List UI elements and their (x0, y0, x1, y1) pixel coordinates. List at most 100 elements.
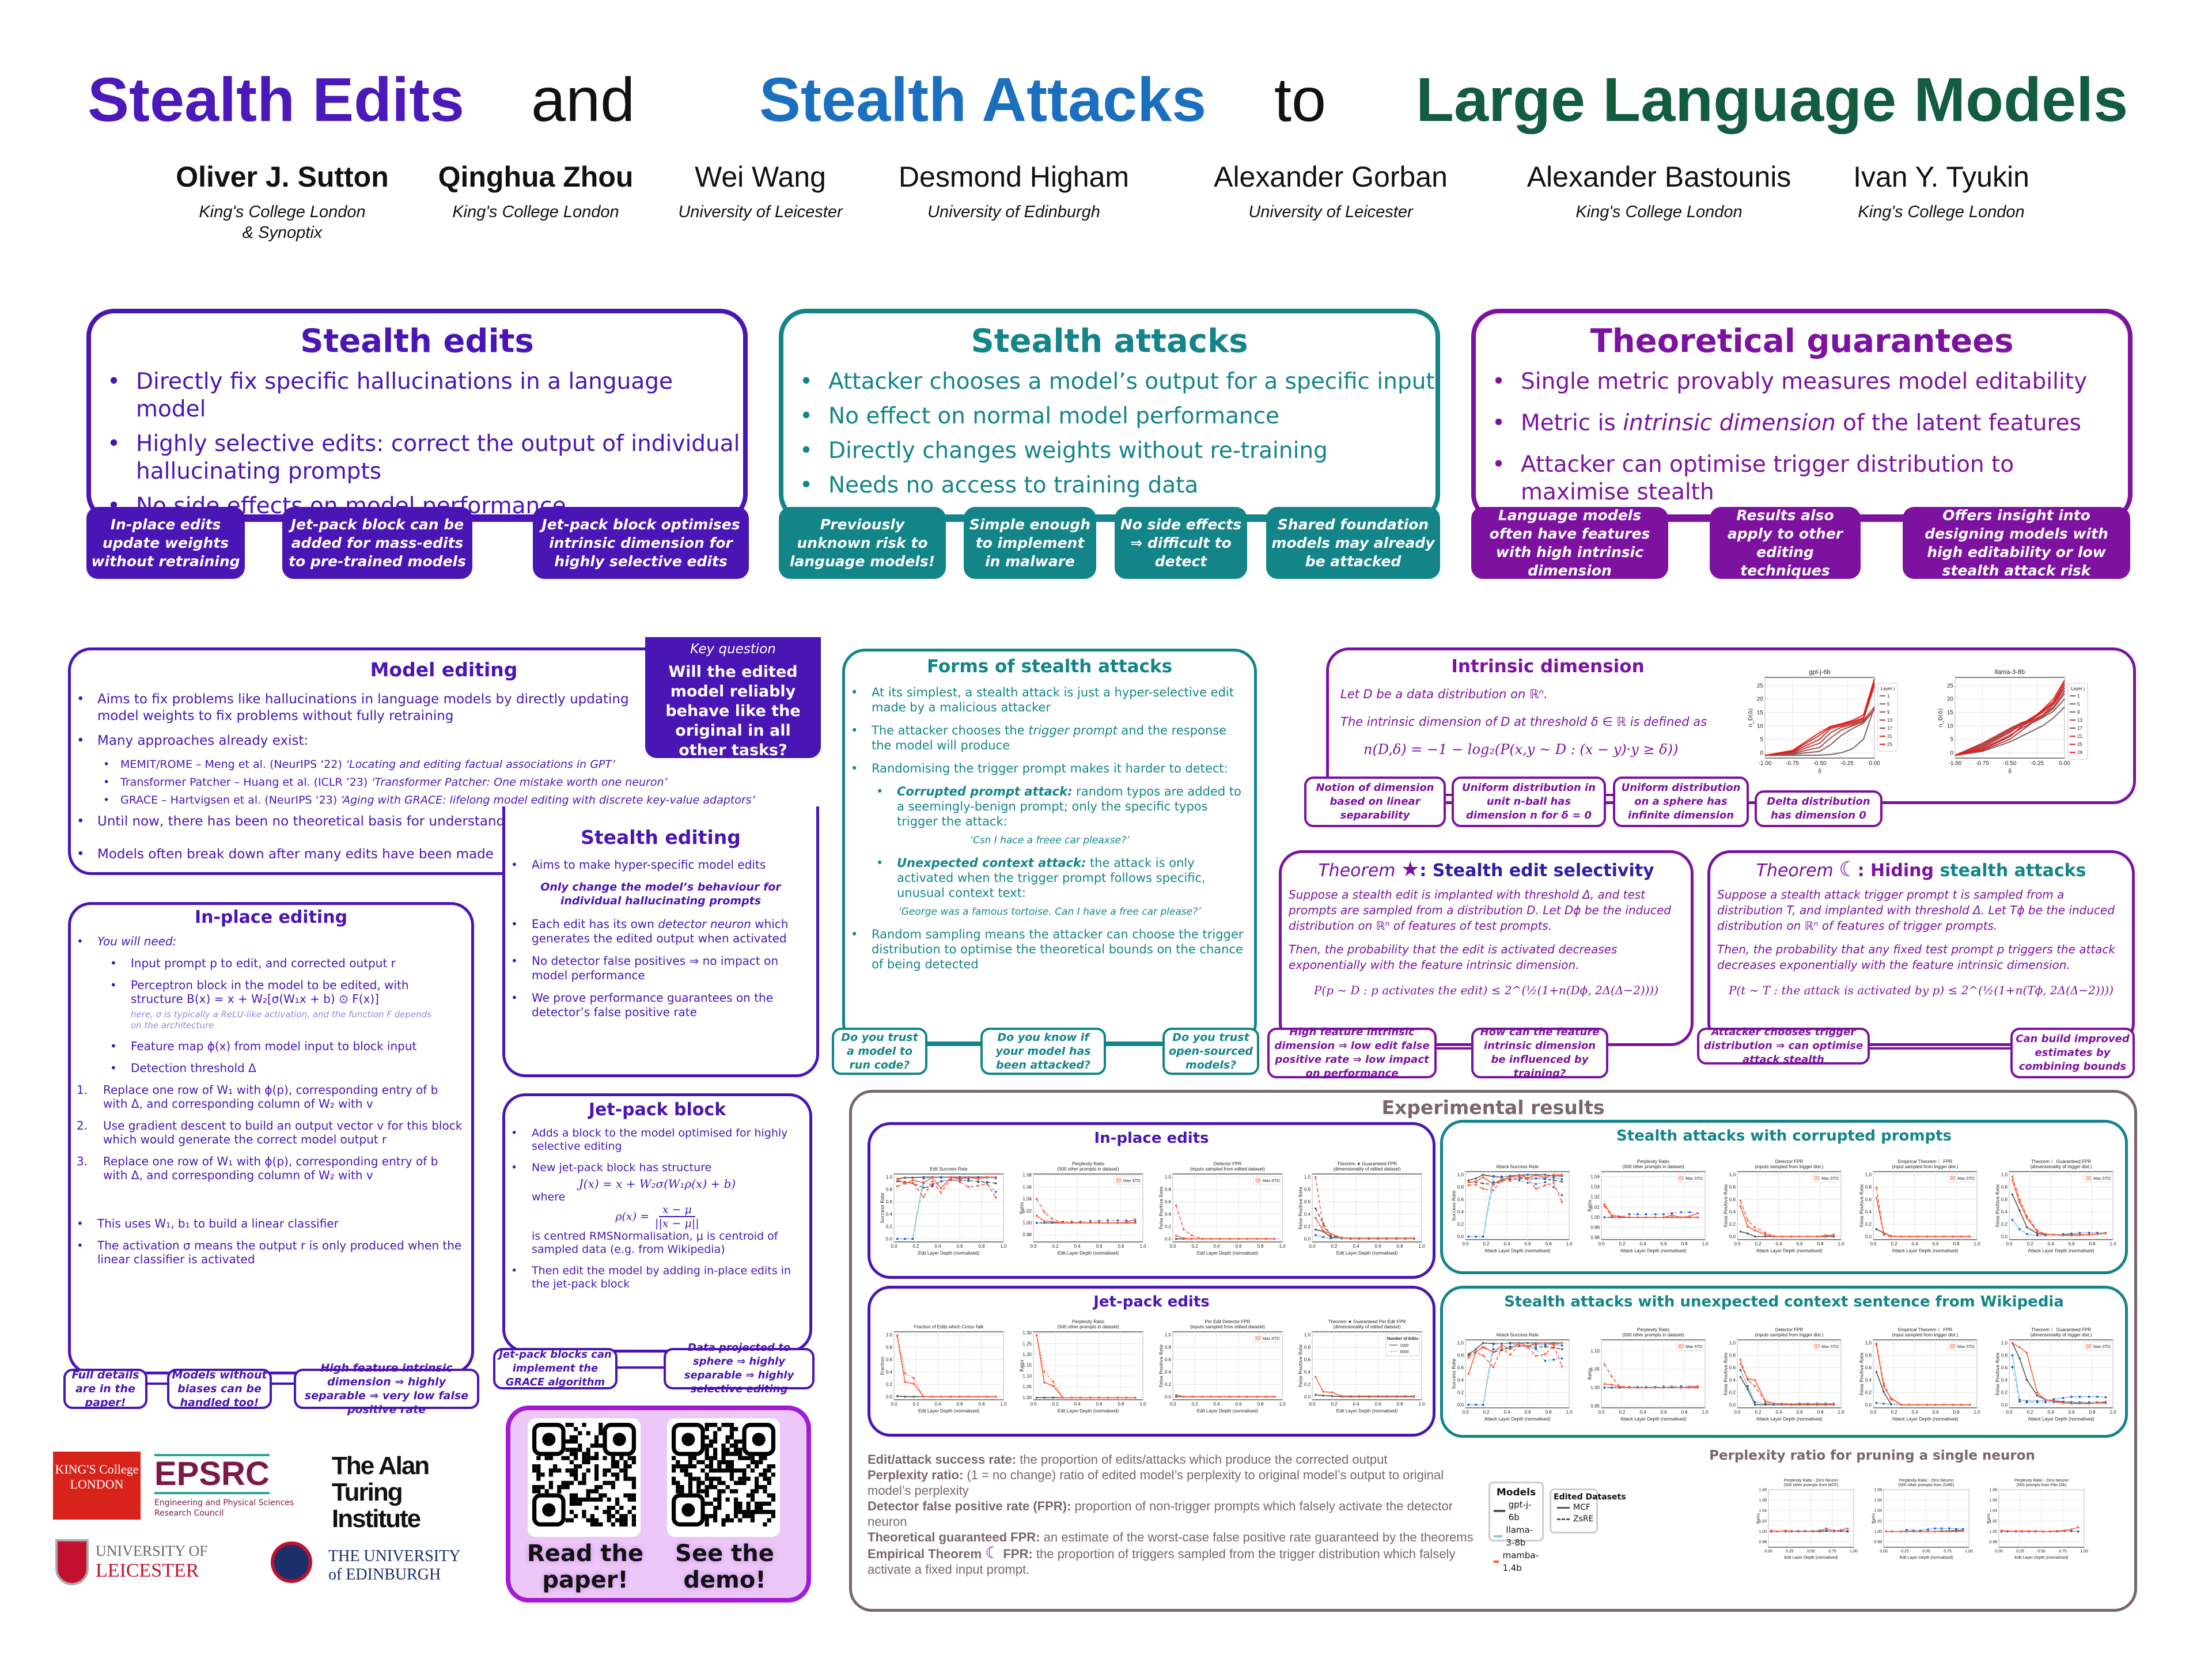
paper-qr-code[interactable] (528, 1418, 641, 1537)
data-point (1776, 1530, 1778, 1533)
data-point (1846, 1530, 1849, 1532)
definition: Theoretical guaranteed FPR: an estimate … (868, 1529, 1484, 1545)
title-llm: Large Language Models (1416, 65, 2128, 134)
chart-title: (input sampled from trigger dist.) (1892, 1332, 1958, 1338)
y-axis-label: False Positive Rate (1158, 1187, 1164, 1229)
author: Qinghua Zhou King's College London (426, 160, 645, 222)
qr-module (738, 1452, 743, 1456)
qr-module (759, 1456, 763, 1460)
y-tick-label: 0.8 (886, 1187, 893, 1192)
demo-qr-code[interactable] (667, 1418, 780, 1537)
read-paper-link[interactable]: Read the paper! (527, 1540, 644, 1593)
steps-list: 1.Replace one row of W₁ with ϕ(p), corre… (71, 1083, 471, 1182)
eq-numerator: x − μ (658, 1203, 695, 1217)
series-line (1764, 683, 1875, 756)
series-line (1036, 1335, 1135, 1399)
y-axis-label: False Positive Rate (1158, 1344, 1164, 1387)
data-point (1611, 1375, 1613, 1378)
y-tick-label: 1.0 (1729, 1340, 1736, 1346)
qr-module (623, 1464, 628, 1469)
x-tick-label: 0.0 (1870, 1410, 1877, 1415)
qr-module (709, 1456, 713, 1460)
y-tick-label: 0.2 (2001, 1222, 2008, 1227)
data-point (1764, 1232, 1767, 1234)
qr-module (548, 1472, 553, 1477)
qr-module (763, 1489, 767, 1494)
qr-module (548, 1468, 553, 1473)
data-point (1955, 1528, 1957, 1530)
panel-heading: Model editing (370, 658, 518, 681)
data-point (911, 1179, 914, 1181)
qr-module (569, 1510, 574, 1514)
y-tick-label: 0.6 (2001, 1197, 2008, 1202)
data-point (1201, 1395, 1204, 1398)
data-point (1237, 1395, 1240, 1398)
y-tick-label: 0.2 (1729, 1222, 1736, 1227)
data-point (904, 1182, 906, 1184)
qr-module (738, 1439, 743, 1444)
series-line (1315, 1394, 1414, 1397)
x-tick-label: 0.00 (2059, 760, 2070, 767)
callout-pill: Offers insight into designing models wit… (1903, 507, 2130, 579)
data-point (1467, 1181, 1470, 1184)
legend-item: gpt-j-6b (1494, 1498, 1539, 1524)
series-line (1604, 1385, 1698, 1388)
data-point (1804, 1530, 1806, 1533)
qr-module (725, 1464, 730, 1469)
data-point (1560, 1365, 1563, 1368)
data-point (2078, 1402, 2081, 1405)
data-point (1819, 1530, 1821, 1532)
data-point (1134, 1222, 1137, 1224)
x-axis-label: Attack Layer Depth (normalised) (1620, 1416, 1687, 1422)
data-point (2062, 1402, 2065, 1404)
qr-module (599, 1497, 603, 1502)
jet-pack-equation: J(x) = x + W₂σ(W₁ρ(x) + b) (578, 1177, 736, 1191)
data-point (950, 1176, 952, 1179)
definition-term: Perplexity ratio: (868, 1468, 964, 1482)
chart-title: Edit Success Rate (930, 1166, 968, 1172)
qr-module (676, 1485, 680, 1490)
qr-finder (612, 1433, 626, 1446)
x-tick-label: 0.4 (1639, 1410, 1646, 1415)
data-point (1330, 1233, 1332, 1236)
series-line (1740, 1359, 1834, 1405)
data-point (1832, 1403, 1835, 1406)
x-tick-label: 0.25 (1786, 1550, 1794, 1554)
reference-title: ‘Locating and editing factual associatio… (345, 758, 616, 771)
series-line (1764, 709, 1875, 756)
qr-module (603, 1480, 607, 1485)
qr-module (709, 1444, 713, 1448)
x-tick-label: 0.6 (1932, 1241, 1939, 1247)
x-tick-label: 0.2 (1331, 1244, 1338, 1249)
y-tick-label: 0.2 (886, 1382, 893, 1387)
series-line (1955, 706, 2065, 756)
chart-prune-pile: Perplexity Ratio - Zero Neuron(500 promp… (1982, 1467, 2091, 1578)
data-point (940, 1176, 942, 1179)
logo-subtext: Engineering and Physical Sciences Resear… (154, 1498, 294, 1518)
author: Oliver J. Sutton King's College London &… (173, 160, 392, 243)
qr-module (590, 1456, 594, 1460)
data-point (2070, 1528, 2073, 1531)
data-point (1116, 1396, 1119, 1399)
qr-module (586, 1456, 590, 1460)
qr-module (594, 1468, 599, 1473)
data-point (2070, 1234, 2073, 1237)
chart-jetpack-perplexity-ratio: Perplexity Ratio(500 other prompts in da… (1015, 1310, 1147, 1427)
data-point (2088, 1402, 2090, 1405)
series-line (1315, 1177, 1414, 1239)
eq-denominator: ||x − μ|| (655, 1217, 699, 1230)
qr-module (738, 1501, 743, 1506)
bullet: Randomising the trigger prompt makes it … (845, 761, 1244, 776)
data-point (1368, 1395, 1370, 1397)
see-demo-link[interactable]: See the demo! (675, 1540, 774, 1593)
x-tick-label: 0.4 (1503, 1241, 1510, 1247)
legend-label: 1 (2077, 694, 2080, 699)
data-point (940, 1187, 942, 1190)
y-tick-label: 1.10 (1590, 1349, 1600, 1354)
data-point (1816, 1403, 1819, 1406)
qr-module (615, 1476, 620, 1481)
bullet: Directly changes weights without re-trai… (800, 437, 1435, 465)
qr-module (746, 1501, 751, 1506)
data-point (2052, 1400, 2055, 1403)
